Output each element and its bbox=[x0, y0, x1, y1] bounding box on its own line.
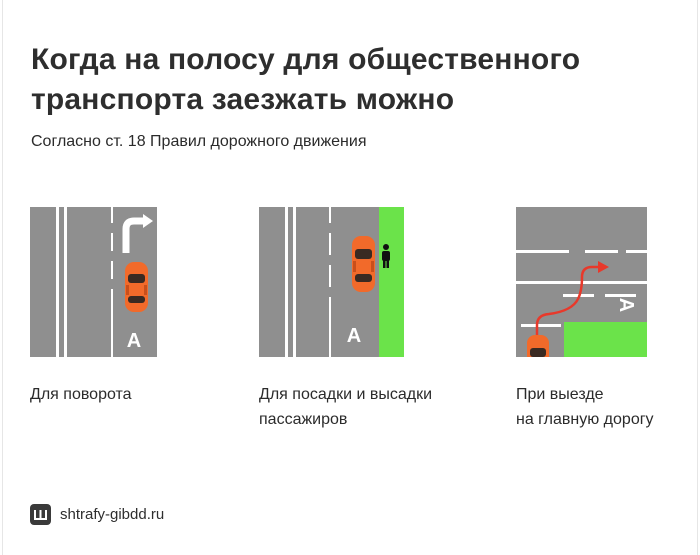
caption-exit: При выезде на главную дорогу bbox=[516, 386, 654, 428]
title-line-2: транспорта заезжать можно bbox=[31, 83, 455, 116]
brand[interactable]: shtrafy-gibdd.ru bbox=[30, 502, 164, 526]
car-icon bbox=[125, 262, 148, 312]
turn-right-arrow-icon bbox=[122, 214, 153, 253]
lane-letter-a: А bbox=[615, 298, 637, 312]
car-icon bbox=[527, 335, 549, 357]
route-arrow-icon bbox=[535, 261, 609, 337]
panel-turn-diagram: А bbox=[30, 207, 157, 357]
lane-letter-a: А bbox=[347, 325, 361, 347]
title-line-1: Когда на полосу для общественного bbox=[31, 43, 581, 76]
panel-boarding-diagram: А bbox=[259, 207, 404, 357]
brand-logo-icon bbox=[30, 503, 51, 525]
page-title: Когда на полосу для общественного трансп… bbox=[31, 40, 651, 120]
page-subtitle: Согласно ст. 18 Правил дорожного движени… bbox=[31, 133, 367, 150]
caption-turn: Для поворота bbox=[30, 386, 132, 403]
road-exit-illustration: А bbox=[516, 250, 647, 357]
brand-text[interactable]: shtrafy-gibdd.ru bbox=[60, 505, 165, 523]
caption-boarding: Для посадки и высадки пассажиров bbox=[259, 386, 433, 428]
panel-exit-diagram: А bbox=[516, 207, 647, 357]
road-turn-illustration: А bbox=[56, 207, 153, 357]
road-boarding-illustration: А bbox=[285, 207, 404, 357]
car-icon bbox=[352, 236, 375, 292]
pedestrian-icon bbox=[382, 244, 390, 268]
lane-letter-a: А bbox=[127, 330, 141, 352]
